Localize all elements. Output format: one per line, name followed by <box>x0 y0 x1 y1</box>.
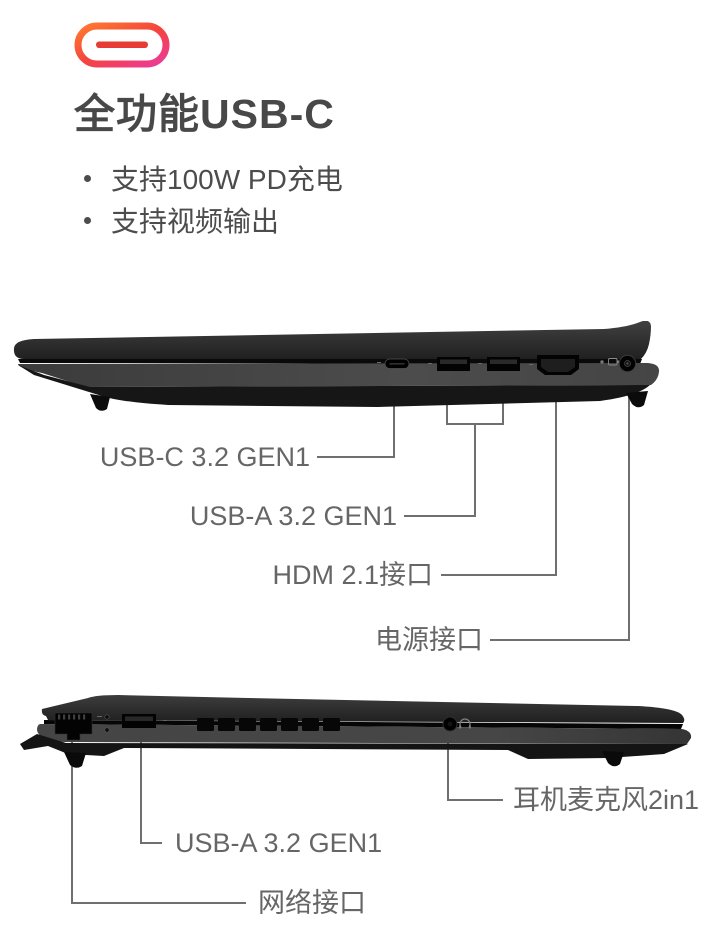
power-callout-line-h <box>490 639 630 641</box>
callout-label-usb-a-bottom: USB-A 3.2 GEN1 <box>175 828 383 858</box>
ethernet-port <box>54 712 93 741</box>
usb-c-port-tongue <box>389 363 405 365</box>
usb-a-port-tongue <box>125 716 153 721</box>
bullet-dot-icon <box>84 216 91 224</box>
power-callout-line-v <box>628 392 630 640</box>
battery-icon <box>608 358 619 366</box>
usb-a-bottom-callout-line-v <box>140 740 142 843</box>
port-marking <box>428 363 432 364</box>
usb-a-callout-line-h <box>404 515 476 517</box>
ethernet-callout-line-h <box>71 902 246 904</box>
usb-c-connector-icon <box>74 22 170 68</box>
port-marking <box>97 716 102 717</box>
callout-label-headset: 耳机麦克风2in1 <box>513 785 700 815</box>
hdmi-callout-line-h <box>441 574 557 576</box>
port-marking <box>478 363 482 364</box>
laptop-hinge-seam <box>18 359 642 364</box>
usb-a-callout-line-stem <box>474 424 476 516</box>
power-jack <box>618 354 637 373</box>
laptop-lid <box>41 695 685 723</box>
feature-bullet-2: 支持视频输出 <box>84 200 279 240</box>
feature-bullet-1: 支持100W PD充电 <box>84 158 343 198</box>
headset-callout-line-h <box>447 799 503 801</box>
callout-label-usb-a-top: USB-A 3.2 GEN1 <box>189 501 397 531</box>
ethernet-callout-line-v <box>71 742 73 903</box>
charging-led <box>600 360 604 364</box>
rubber-foot <box>90 394 110 411</box>
callout-label-power: 电源接口 <box>375 625 483 655</box>
usb-a-callout-line-v-left <box>446 388 448 424</box>
port-marking <box>377 362 381 363</box>
callout-label-hdmi: HDM 2.1接口 <box>272 560 433 590</box>
ethernet-led <box>104 727 110 733</box>
rubber-foot <box>64 752 86 768</box>
callout-label-ethernet: 网络接口 <box>258 888 366 918</box>
headset-callout-line-v <box>447 728 449 800</box>
feature-bullet-1-text: 支持100W PD充电 <box>111 164 343 195</box>
rubber-foot <box>602 751 624 767</box>
rubber-foot <box>626 391 648 408</box>
usb-c-callout-line-h <box>317 456 395 458</box>
laptop-underside <box>18 365 650 407</box>
headphone-jack-inner <box>447 721 453 727</box>
hdmi-callout-line-v <box>555 390 557 575</box>
headset-icon <box>459 718 471 729</box>
port-marking <box>529 364 533 365</box>
page-title: 全功能USB-C <box>74 91 335 137</box>
vent-grille <box>197 718 340 731</box>
hdmi-port-inner <box>541 359 575 372</box>
laptop-right-side-image <box>13 321 660 411</box>
laptop-left-side-image <box>20 695 692 768</box>
usb-a-callout-line-v-right <box>502 388 504 424</box>
bullet-dot-icon <box>84 174 91 182</box>
laptop-lid <box>13 321 651 359</box>
usb-c-callout-line-v <box>393 386 395 457</box>
ethernet-led <box>104 714 110 720</box>
callout-label-usb-c: USB-C 3.2 GEN1 <box>99 442 310 472</box>
usb-a-port-2-tongue <box>490 359 517 364</box>
usb-a-port-1-tongue <box>440 359 467 364</box>
feature-bullet-2-text: 支持视频输出 <box>111 206 280 237</box>
usb-a-bottom-callout-line-h <box>140 842 162 844</box>
laptop-underside <box>20 734 688 759</box>
port-marking <box>163 720 167 721</box>
